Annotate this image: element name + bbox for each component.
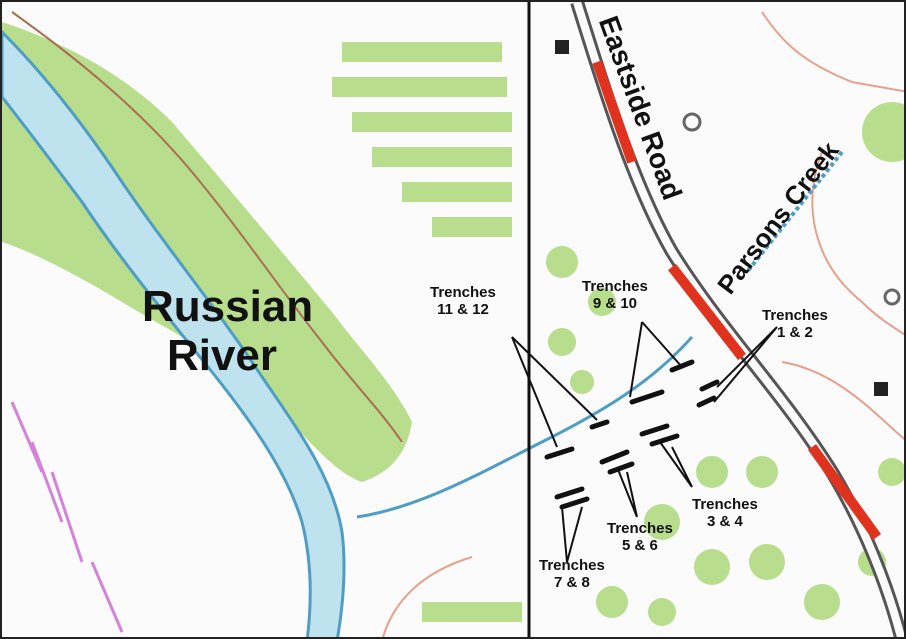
well-symbol — [682, 112, 702, 132]
trench-label-5-6: Trenches 5 & 6 — [607, 520, 673, 555]
road-red-segment — [668, 263, 746, 361]
pink-symbols — [10, 401, 124, 633]
trench-label-7-8: Trenches 7 & 8 — [539, 557, 605, 592]
road-red-segment — [807, 444, 882, 540]
russian-river — [2, 29, 346, 637]
contour-line — [811, 151, 904, 336]
trench-label-11-12: Trenches 11 & 12 — [430, 284, 496, 319]
river-label: Russian River — [142, 282, 314, 381]
well-symbol — [883, 288, 901, 306]
side-channel — [356, 336, 694, 519]
river-brown-line — [11, 11, 403, 443]
road-red-segment — [592, 60, 637, 164]
trench-label-1-2: Trenches 1 & 2 — [762, 307, 828, 342]
river-label-text: Russian River — [142, 282, 314, 381]
vegetation-dots — [332, 42, 904, 626]
building-symbol — [874, 382, 888, 396]
contour-line — [781, 361, 904, 441]
contour-line — [382, 556, 473, 637]
riparian-vegetation — [2, 22, 412, 482]
contour-line — [761, 11, 904, 93]
trench-label-9-10: Trenches 9 & 10 — [582, 278, 648, 313]
building-symbol — [555, 40, 569, 54]
trench-label-3-4: Trenches 3 & 4 — [692, 496, 758, 531]
parsons-creek — [745, 150, 844, 274]
leader-lines — [511, 321, 778, 563]
trenches — [544, 359, 720, 510]
